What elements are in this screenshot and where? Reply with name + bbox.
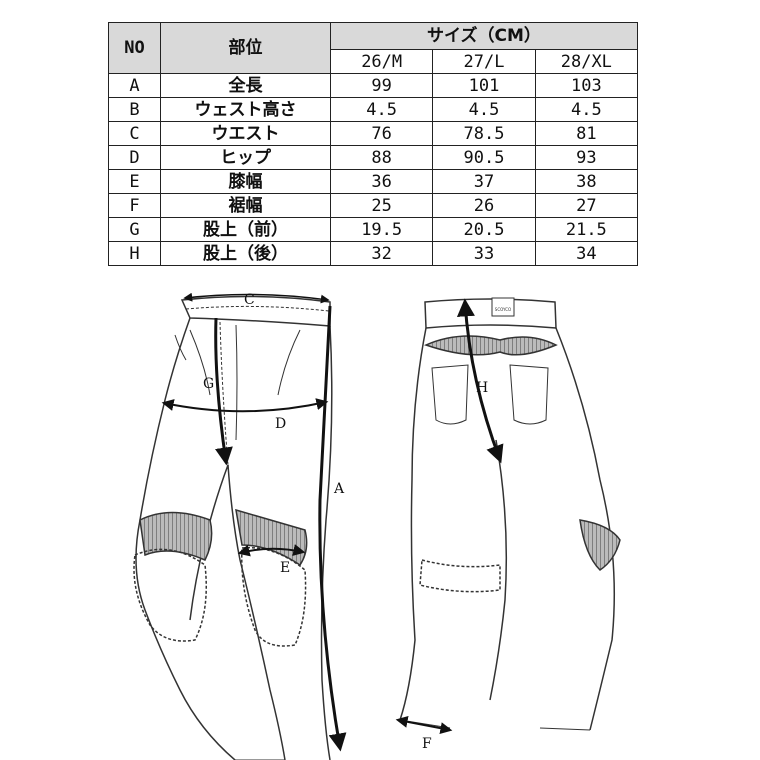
row-value-l: 20.5 [432, 217, 536, 242]
row-no: H [108, 241, 161, 266]
row-value-m: 88 [329, 145, 434, 170]
row-part: 股上（前） [160, 217, 331, 242]
row-value-xl: 4.5 [534, 97, 639, 122]
row-value-m: 4.5 [329, 97, 434, 122]
header-row-1: NO 部位 サイズ（CM） [108, 22, 638, 74]
row-value-m: 19.5 [329, 217, 434, 242]
header-part: 部位 [160, 22, 331, 74]
label-e: E [280, 560, 290, 576]
row-part: 裾幅 [160, 193, 331, 218]
table-row: B ウェスト高さ 4.5 4.5 4.5 [108, 97, 639, 122]
table-row: D ヒップ 88 90.5 93 [108, 145, 639, 170]
label-c: C [244, 292, 255, 308]
header-row-2: 26/M 27/L 28/XL [109, 49, 639, 74]
label-d: D [275, 416, 286, 432]
row-value-xl: 103 [534, 73, 639, 98]
row-no: E [108, 169, 161, 194]
row-no: F [108, 193, 161, 218]
size-header-m: 26/M [329, 49, 434, 74]
row-no: B [108, 97, 161, 122]
row-value-xl: 34 [534, 241, 639, 266]
table-row: G 股上（前） 19.5 20.5 21.5 [108, 217, 639, 242]
row-value-m: 32 [329, 241, 434, 266]
row-value-l: 37 [432, 169, 536, 194]
table-row: E 膝幅 36 37 38 [108, 169, 639, 194]
front-pants-drawing [133, 295, 333, 760]
row-part: ウエスト [160, 121, 331, 146]
row-value-m: 25 [329, 193, 434, 218]
row-value-l: 4.5 [432, 97, 536, 122]
pants-measurement-diagram: C G D A E H F SCOYCO [133, 292, 621, 760]
table-row: F 裾幅 25 26 27 [108, 193, 639, 218]
back-pants-drawing [399, 297, 621, 731]
row-no: C [108, 121, 161, 146]
header-no: NO [108, 22, 161, 74]
row-value-xl: 38 [534, 169, 639, 194]
row-value-xl: 21.5 [534, 217, 639, 242]
row-value-l: 33 [432, 241, 536, 266]
row-value-xl: 27 [534, 193, 639, 218]
front-measure-lines [161, 292, 347, 752]
row-part: ウェスト高さ [160, 97, 331, 122]
row-value-m: 36 [329, 169, 434, 194]
row-part: 膝幅 [160, 169, 331, 194]
label-g: G [203, 376, 214, 392]
row-value-l: 90.5 [432, 145, 536, 170]
row-value-xl: 81 [534, 121, 639, 146]
row-value-m: 76 [329, 121, 434, 146]
row-value-xl: 93 [534, 145, 639, 170]
row-no: D [108, 145, 161, 170]
row-no: G [108, 217, 161, 242]
table-row: C ウエスト 76 78.5 81 [108, 121, 639, 146]
header-size: サイズ（CM） [330, 22, 638, 50]
row-value-l: 101 [432, 73, 536, 98]
row-part: 全長 [160, 73, 331, 98]
row-value-l: 78.5 [432, 121, 536, 146]
table-row: H 股上（後） 32 33 34 [108, 241, 639, 266]
row-part: 股上（後） [160, 241, 331, 266]
size-header-xl: 28/XL [534, 49, 639, 74]
row-value-l: 26 [432, 193, 536, 218]
brand-logo: SCOYCO [495, 307, 511, 312]
back-measure-lines [395, 298, 504, 735]
row-no: A [108, 73, 161, 98]
table-row: A 全長 99 101 103 [108, 73, 639, 98]
label-f: F [422, 736, 432, 752]
row-part: ヒップ [160, 145, 331, 170]
size-header-l: 27/L [432, 49, 536, 74]
row-value-m: 99 [329, 73, 434, 98]
label-a: A [333, 481, 345, 497]
label-h: H [476, 380, 488, 396]
size-chart-table: NO 部位 サイズ（CM） 26/M 27/L 28/XL A 全長 99 10… [108, 22, 639, 266]
